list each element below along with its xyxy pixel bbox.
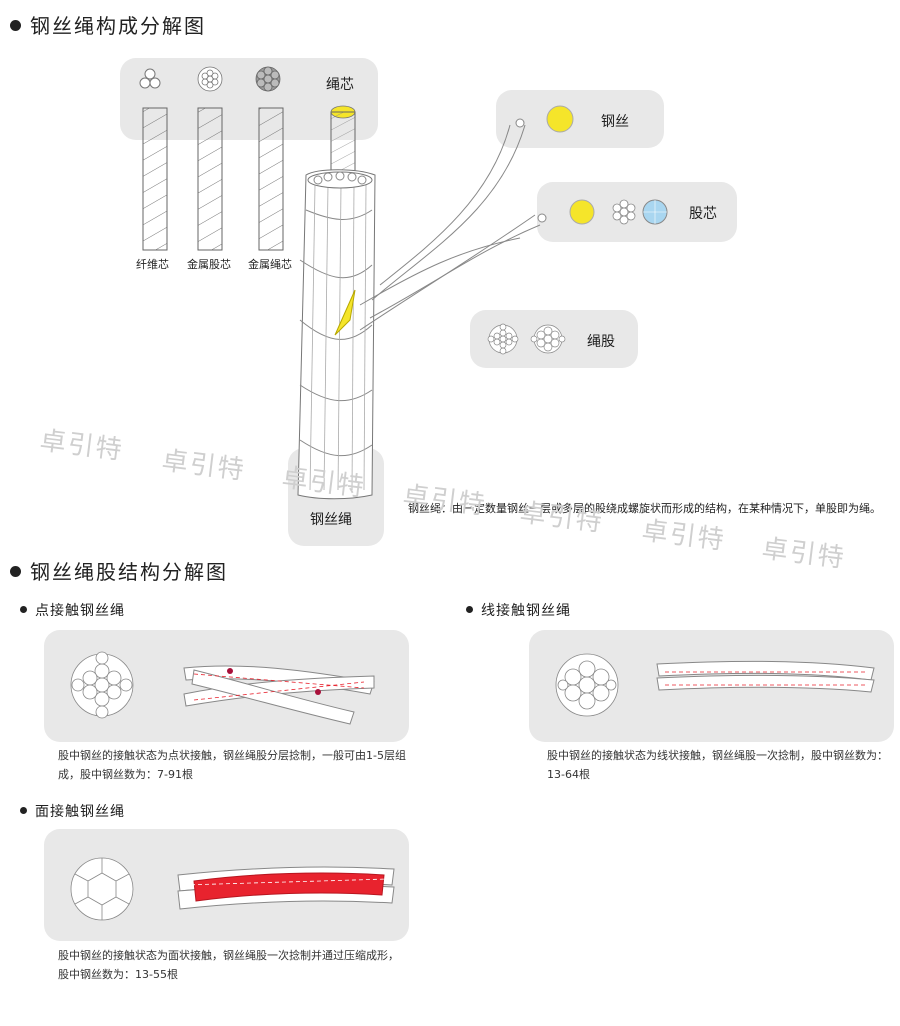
metal-strand-core-section-icon [197,66,223,92]
strand-core-blue-icon [642,199,668,225]
point-contact-diagram [70,651,375,725]
bullet-icon [466,606,473,613]
surface-contact-title: 面接触钢丝绳 [20,801,125,821]
metal-strand-core-strand [197,107,223,251]
bullet-icon [20,606,27,613]
metal-rope-core-label: 金属绳芯 [248,258,292,271]
rope-definition: 钢丝绳：由一定数量钢丝一层或多层的股绕成螺旋状而形成的结构，在某种情况下，单股即… [408,502,881,515]
surface-contact-section-icon [70,857,134,921]
section2-title: 钢丝绳股结构分解图 [10,556,228,585]
line-contact-title: 线接触钢丝绳 [466,600,571,620]
strand-section-icon-a [487,323,519,355]
metal-strand-core-label: 金属股芯 [187,258,231,271]
metal-rope-core-strand [258,107,284,251]
bullet-icon [10,20,21,31]
line-contact-diagram [555,653,875,717]
strand-core-yellow-icon [569,199,595,225]
line-contact-strands [656,660,875,693]
line-contact-desc: 股中钢丝的接触状态为线状接触，钢丝绳股一次捻制，股中钢丝数为：13-64根 [547,749,888,781]
wire-panel [496,90,664,148]
unwinding-strand [359,124,541,331]
wire-rope-body [297,169,376,500]
metal-rope-core-section-icon [255,66,281,92]
wire-yellow-icon [546,105,574,133]
surface-contact-diagram [70,857,395,921]
wire-label: 钢丝 [601,114,629,130]
point-contact-desc: 股中钢丝的接触状态为点状接触，钢丝绳股分层捻制，一般可由1-5层组成，股中钢丝数… [58,749,406,781]
strand-core-wires-icon [612,199,636,225]
fiber-core-label: 纤维芯 [136,258,169,271]
wire-end-icon [515,118,525,128]
surface-contact-strands [177,866,395,910]
core-highlight [334,289,356,336]
rope-composition-diagram [139,66,668,500]
fiber-core-strand [142,107,168,251]
strand-section-icon-b [530,324,566,354]
line-contact-section-icon [555,653,619,717]
fiber-core-section-icon [139,68,161,89]
strand-label: 绳股 [587,334,615,350]
strand-core-label: 股芯 [689,206,717,222]
section1-title: 钢丝绳构成分解图 [10,10,206,39]
bullet-icon [20,807,27,814]
surface-contact-desc: 股中钢丝的接触状态为面状接触，钢丝绳股一次捻制并通过压缩成形，股中钢丝数为：13… [58,949,399,981]
core-panel-label: 绳芯 [326,77,354,93]
rope-label: 钢丝绳 [310,512,352,528]
bullet-icon [10,566,21,577]
point-contact-section-icon [70,651,134,719]
strand-end-icon [537,213,547,223]
point-contact-strands [183,665,375,725]
point-contact-title: 点接触钢丝绳 [20,600,125,620]
